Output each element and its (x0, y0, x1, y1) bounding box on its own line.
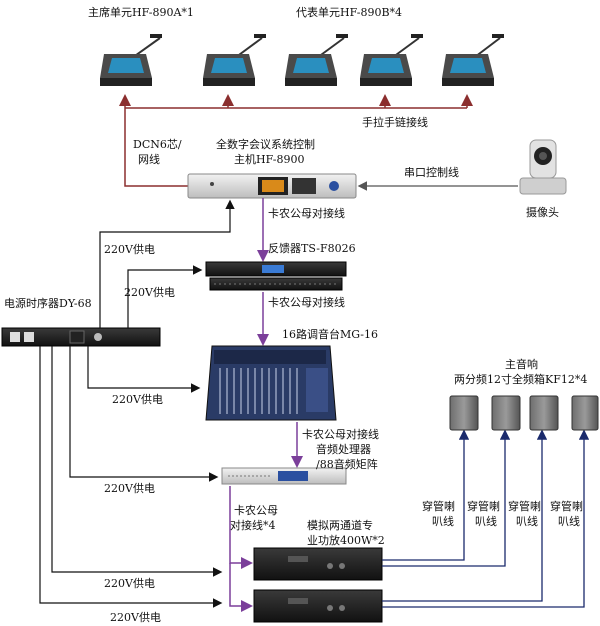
cannon-label-1: 卡农公母对接线 (268, 207, 345, 220)
chair-unit (100, 34, 162, 86)
amp-label-2: 业功放400W*2 (307, 534, 385, 547)
conduit-label-4a: 穿管喇 (550, 500, 583, 513)
conduit-label-3a: 穿管喇 (508, 500, 541, 513)
camera-label: 摄像头 (526, 206, 559, 219)
delegate-unit-3 (360, 34, 423, 86)
power-sequencer (1, 327, 161, 347)
feedback-suppressor (205, 261, 347, 291)
amplifier-1 (253, 547, 383, 581)
speaker-2 (491, 395, 521, 431)
delegate-unit-label: 代表单元HF-890B*4 (296, 6, 403, 19)
conduit-label-2b: 叭线 (475, 515, 497, 528)
audio-processor (221, 467, 347, 485)
power-label-6: 220V供电 (110, 611, 161, 624)
dcn-label-1: DCN6芯/ (133, 138, 182, 151)
conduit-label-1a: 穿管喇 (422, 500, 455, 513)
power-label-5: 220V供电 (104, 577, 155, 590)
host-label-1: 全数字会议系统控制 (216, 138, 315, 151)
cannon-label-4a: 卡农公母 (234, 504, 278, 517)
power-label-4: 220V供电 (104, 482, 155, 495)
power-label-2: 220V供电 (124, 286, 175, 299)
processor-label-2: /88音频矩阵 (316, 458, 378, 471)
camera (519, 139, 567, 195)
speaker-1 (449, 395, 479, 431)
cannon-line-4 (229, 486, 253, 612)
conduit-label-2a: 穿管喇 (467, 500, 500, 513)
speaker-3 (529, 395, 559, 431)
conduit-label-3b: 叭线 (516, 515, 538, 528)
processor-label-1: 音频处理器 (316, 443, 371, 456)
conduit-label-1b: 叭线 (432, 515, 454, 528)
speaker-lines (382, 429, 590, 608)
speaker-4 (571, 395, 599, 431)
hand-chain-lines (119, 94, 473, 187)
conference-host (187, 173, 357, 199)
mixer (205, 345, 337, 421)
host-label-2: 主机HF-8900 (234, 153, 305, 166)
feedback-label: 反馈器TS-F8026 (268, 242, 356, 255)
amplifier-2 (253, 589, 383, 623)
chair-unit-label: 主席单元HF-890A*1 (88, 6, 194, 19)
power-label-1: 220V供电 (104, 243, 155, 256)
delegate-unit-1 (203, 34, 266, 86)
power-sequencer-label: 电源时序器DY-68 (4, 297, 92, 310)
cannon-label-2: 卡农公母对接线 (268, 296, 345, 309)
mixer-label: 16路调音台MG-16 (282, 328, 378, 341)
hand-chain-label: 手拉手链接线 (362, 116, 428, 129)
main-speaker-label-2: 两分频12寸全频箱KF12*4 (454, 373, 588, 386)
delegate-unit-4 (442, 34, 504, 86)
power-label-3: 220V供电 (112, 393, 163, 406)
serial-label: 串口控制线 (404, 166, 459, 179)
amp-label-1: 模拟两通道专 (307, 519, 373, 532)
power-lines (39, 199, 235, 608)
delegate-unit-2 (285, 34, 348, 86)
cannon-label-4b: 对接线*4 (230, 519, 276, 532)
dcn-label-2: 网线 (138, 153, 160, 166)
main-speaker-label-1: 主音响 (505, 358, 538, 371)
cannon-label-3: 卡农公母对接线 (302, 428, 379, 441)
conduit-label-4b: 叭线 (558, 515, 580, 528)
